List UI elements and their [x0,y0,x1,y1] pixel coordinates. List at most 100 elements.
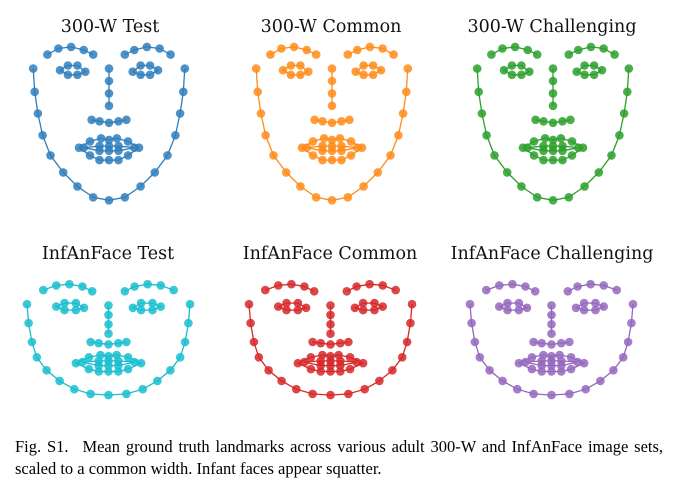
landmark-point [166,50,175,59]
landmark-point [32,353,42,362]
landmark-point [123,151,133,160]
landmark-point [594,168,604,177]
landmark-point [87,115,96,125]
landmark-point [514,298,524,308]
landmark-point [96,134,106,143]
landmark-point [358,298,368,308]
landmark-point [138,384,147,394]
landmark-point [346,151,356,160]
landmark-point [346,137,356,146]
landmark-point [130,143,139,152]
landmark-point [326,367,335,376]
landmark-point [523,143,532,152]
landmark-point [615,131,624,140]
landmark-point [306,364,316,374]
landmark-point [95,155,104,165]
landmark-point [558,155,567,165]
landmark-point [391,285,401,295]
landmark-point [373,168,383,177]
landmark-point [169,285,178,295]
landmark-point [114,338,123,348]
landmark-point [104,101,114,111]
landmark-point [359,182,368,191]
landmark-point [327,76,337,86]
landmark-point [557,367,566,376]
landmark-point [104,135,114,145]
landmark-point [495,302,504,311]
landmark-point [104,310,113,320]
landmark-point [548,101,558,111]
landmark-point [148,305,157,315]
landmark-point [623,337,633,347]
landmark-point [79,143,88,152]
landmark-point [581,384,590,394]
landmark-point [73,182,82,191]
landmark-point [327,118,337,128]
landmark-point [87,287,97,296]
landmark-point [254,353,264,362]
landmark-point [548,89,558,98]
landmark-point [256,109,266,118]
landmark-point [282,298,291,308]
landmark-point [586,279,595,289]
landmark-point [123,364,133,374]
landmark-point [574,143,583,152]
landmark-point [24,318,33,328]
landmark-point [548,135,558,145]
landmark-point [556,134,566,143]
landmark-point [308,151,318,160]
landmark-point [71,298,81,308]
landmark-point [104,64,114,73]
landmark-point [521,357,530,367]
landmark-point [143,279,152,289]
landmark-point [529,337,538,347]
landmark-point [175,109,185,118]
landmark-point [52,281,61,290]
landmark-point [547,301,556,310]
landmark-point [30,87,39,97]
landmark-point [353,143,362,152]
landmark-point [571,303,581,313]
landmark-point [343,193,353,202]
landmark-point [38,131,47,140]
panel-title: InfAnFace Common [243,244,418,264]
landmark-point [529,151,539,160]
landmark-point [114,361,123,370]
landmark-point [517,182,526,191]
landmark-point [73,61,82,70]
landmark-point [482,285,491,295]
landmark-point [71,358,81,368]
landmark-point [487,50,496,59]
landmark-point [539,155,548,165]
landmark-point [318,117,327,126]
landmark-point [266,50,275,59]
landmark-point [85,137,95,146]
landmark-point [43,50,52,59]
landmark-point [345,115,354,125]
landmark-point [274,302,283,311]
landmark-point [120,287,130,296]
landmark-point [465,299,475,309]
landmark-point [128,67,137,76]
landmark-point [292,384,301,394]
landmark-point [171,131,180,140]
landmark-point [572,67,581,76]
landmark-point [274,281,283,290]
landmark-point [539,146,548,156]
landmark-point [327,135,337,145]
landmark-point [507,70,517,80]
landmark-point [84,364,94,374]
landmark-point [350,303,360,313]
landmark-point [46,151,55,160]
landmark-point [296,61,305,70]
landmark-point [319,134,329,143]
landmark-point [547,361,556,370]
landmark-point [95,117,104,126]
landmark-point [293,358,303,368]
landmark-point [507,61,517,70]
landmark-point [104,320,113,329]
landmark-point [79,303,89,313]
landmark-point [148,298,157,308]
landmark-point [308,389,317,399]
landmark-point [156,302,165,311]
